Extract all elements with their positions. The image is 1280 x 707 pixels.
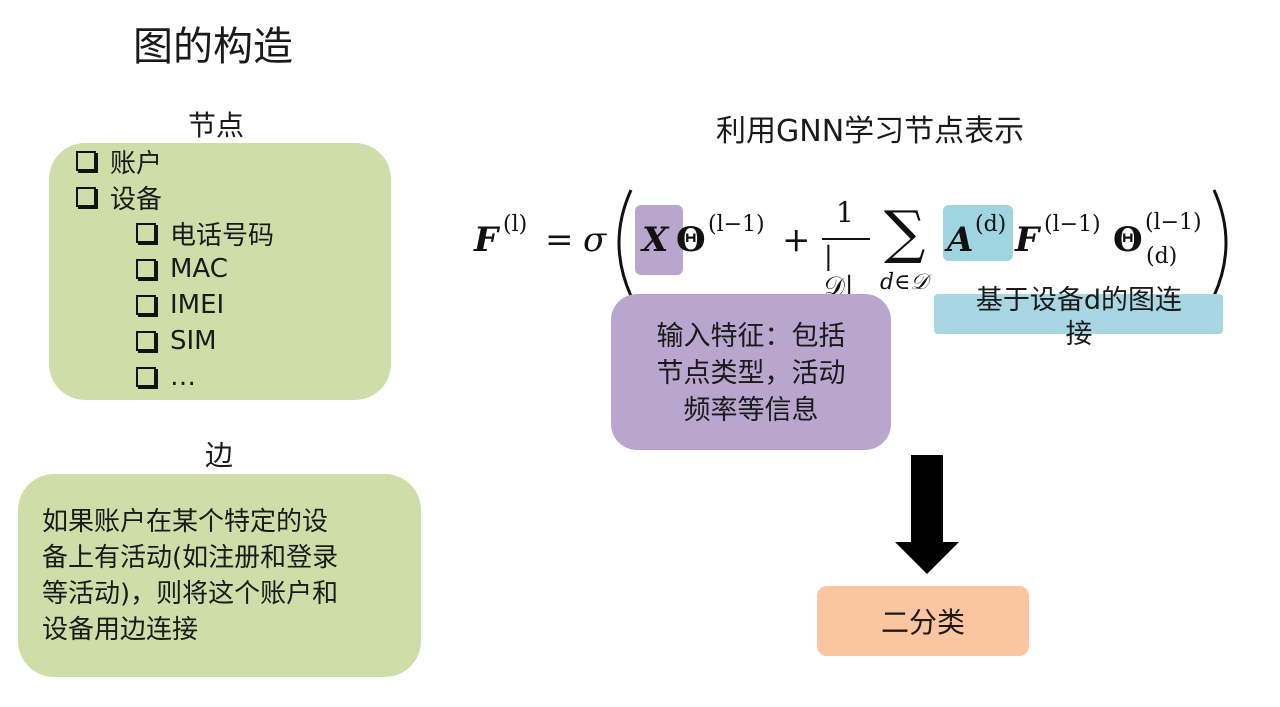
nodes-list: 账户 设备 电话号码 MAC IMEI SIM …: [76, 143, 274, 395]
checkbox-icon: [76, 151, 96, 171]
formula-Theta: Θ: [676, 220, 706, 260]
features-highlight: [635, 205, 683, 275]
checkbox-icon: [76, 187, 96, 207]
formula-Theta2-sub: (d): [1146, 244, 1178, 269]
formula-Theta2-sup: (l−1): [1145, 210, 1202, 235]
formula-frac-num: 1: [836, 196, 854, 229]
formula-sum-sub: d∈𝒟: [880, 270, 928, 295]
formula-Theta2: Θ: [1113, 220, 1143, 260]
edges-line: 等活动)，则将这个账户和: [42, 579, 339, 609]
edges-description: 如果账户在某个特定的设 备上有活动(如注册和登录 等活动)，则将这个账户和 设备…: [42, 504, 402, 648]
input-features-note: 输入特征：包括 节点类型，活动 频率等信息: [656, 321, 846, 426]
fraction-bar: [822, 238, 870, 240]
checkbox-icon: [136, 295, 156, 315]
formula-eq: =: [545, 220, 574, 260]
adjacency-note-bar: [934, 294, 1223, 334]
down-arrow-icon: [895, 542, 959, 574]
formula-X: X: [642, 220, 669, 260]
checkbox-icon: [136, 367, 156, 387]
list-item: 账户: [76, 143, 274, 179]
edges-line: 设备用边连接: [42, 615, 199, 645]
output-label: 二分类: [880, 606, 965, 639]
list-item: MAC: [136, 251, 274, 287]
formula-A: A: [947, 220, 974, 260]
formula-F2-sup: (l−1): [1044, 212, 1101, 237]
down-arrow-shaft: [911, 455, 943, 545]
nodes-label: 节点: [188, 109, 245, 142]
right-paren-icon: [1212, 189, 1228, 297]
list-item: IMEI: [136, 287, 274, 323]
formula-Theta-sup: (l−1): [708, 212, 765, 237]
output-box: 二分类: [817, 586, 1029, 656]
list-item: SIM: [136, 323, 274, 359]
edges-line: 备上有活动(如注册和登录: [42, 543, 339, 573]
formula-F2: F: [1015, 220, 1040, 260]
left-paren-icon: [617, 189, 633, 297]
formula-F-sup: (l): [503, 212, 528, 237]
list-item: 电话号码: [136, 215, 274, 251]
adjacency-highlight: [943, 205, 1013, 261]
formula-sigma: σ: [583, 220, 607, 260]
adjacency-note: 基于设备d的图连 接: [975, 285, 1183, 350]
edges-label: 边: [205, 439, 234, 472]
nodes-box: [49, 143, 391, 400]
formula-A-sup: (d): [975, 212, 1007, 237]
edges-box: [18, 474, 421, 677]
checkbox-icon: [136, 331, 156, 351]
input-features-box: [611, 294, 891, 450]
list-item: 设备: [76, 179, 274, 215]
gnn-title: 利用GNN学习节点表示: [716, 114, 1025, 149]
edges-line: 如果账户在某个特定的设: [42, 507, 329, 537]
formula-F: F: [474, 220, 499, 260]
checkbox-icon: [136, 259, 156, 279]
formula-plus: +: [782, 220, 811, 260]
formula-sum: ∑: [884, 198, 926, 266]
slide-title: 图的构造: [133, 24, 293, 70]
list-item: …: [136, 359, 274, 395]
checkbox-icon: [136, 223, 156, 243]
